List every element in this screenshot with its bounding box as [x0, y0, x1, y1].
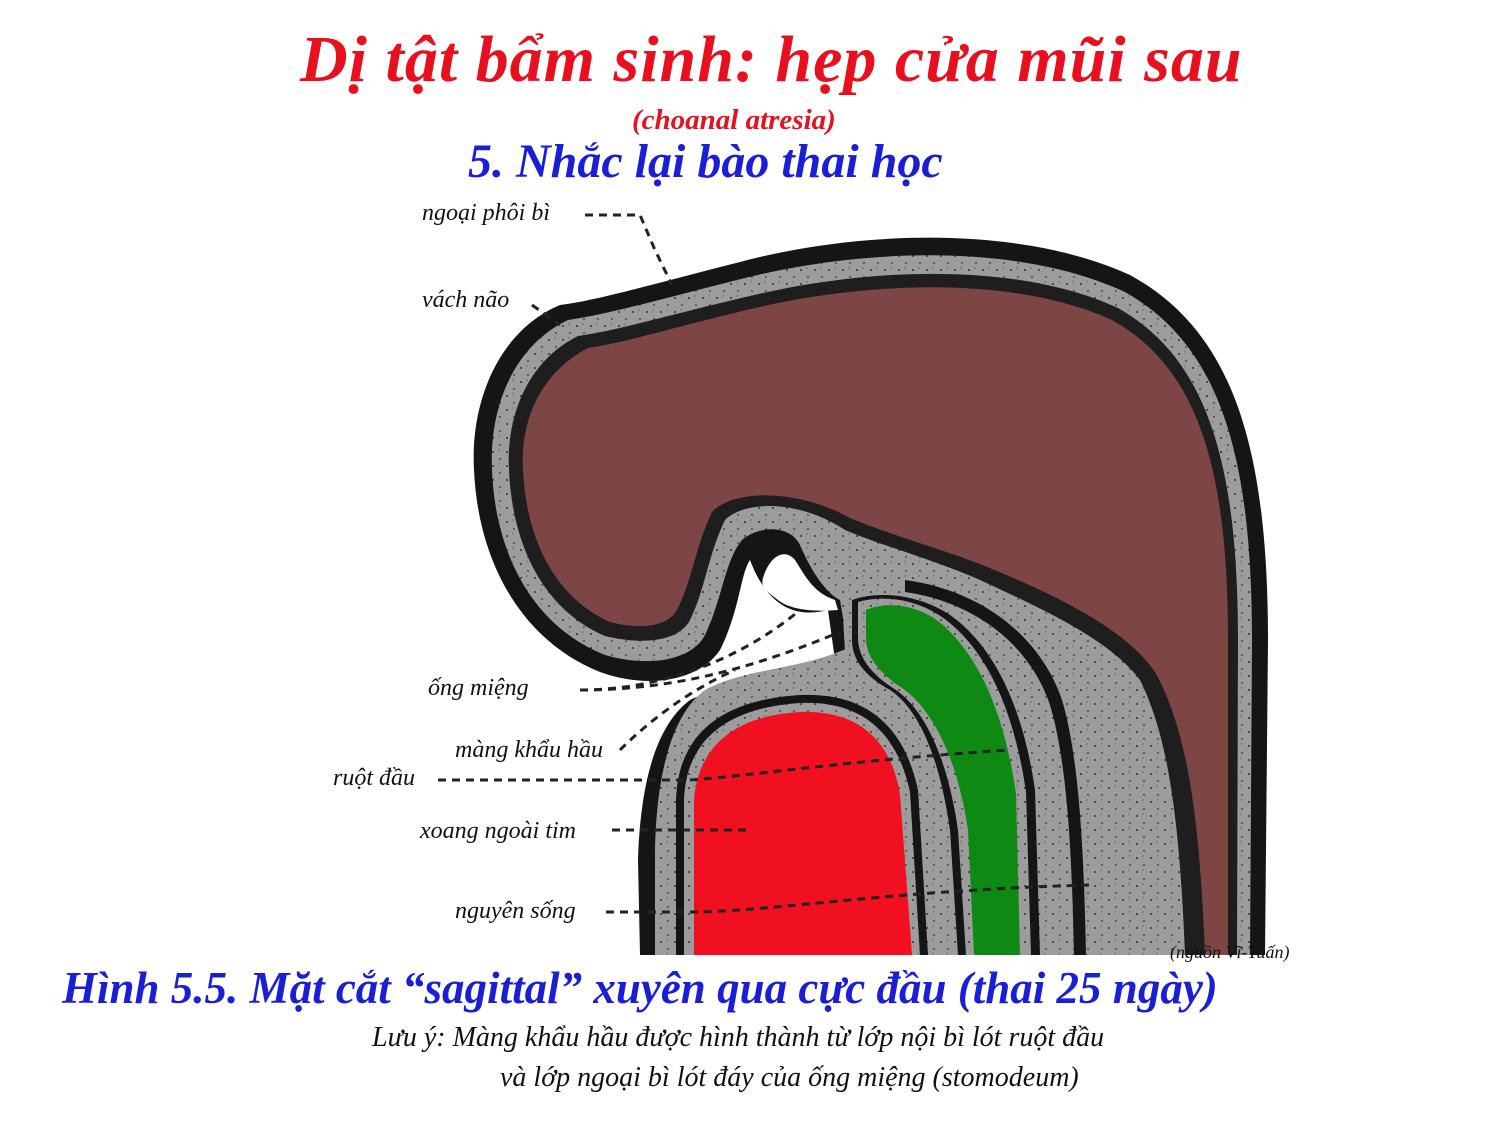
mouth-cavity [762, 554, 838, 611]
section-heading: 5. Nhắc lại bào thai học [468, 135, 943, 188]
pericardial-sinus [694, 711, 912, 955]
foregut [866, 605, 1020, 955]
leader-membrane [618, 668, 736, 752]
label-pericardial-sinus: xoang ngoài tim [420, 818, 576, 844]
label-foregut: ruột đầu [333, 765, 416, 791]
note-line-1: Lưu ý: Màng khẩu hầu được hình thành từ … [372, 1022, 1105, 1053]
leader-brain-wall [531, 303, 561, 327]
brain-cavity [522, 287, 1228, 955]
notochord-band [905, 580, 1086, 955]
label-brain-wall: vách não [422, 287, 510, 313]
label-notochord: nguyên sống [455, 898, 576, 924]
figure-source: (nguồn Vĩ-Tuấn) [1170, 942, 1290, 962]
slide-subtitle: (choanal atresia) [632, 104, 836, 136]
leader-ectoderm [585, 213, 674, 286]
leader-notochord [606, 883, 1091, 914]
label-ectoderm: ngoại phôi bì [422, 200, 551, 226]
label-buccopharyngeal-membrane: màng khẩu hầu [455, 737, 603, 763]
leader-lines [438, 213, 1091, 914]
note-line-2: và lớp ngoại bì lót đáy của ống miệng (s… [500, 1062, 1079, 1093]
leader-foregut [438, 748, 1011, 782]
label-mouth: ống miệng [428, 675, 529, 701]
figure-caption: Hình 5.5. Mặt cắt “sagittal” xuyên qua c… [62, 963, 1218, 1013]
slide-title: Dị tật bẩm sinh: hẹp cửa mũi sau [300, 23, 1243, 96]
